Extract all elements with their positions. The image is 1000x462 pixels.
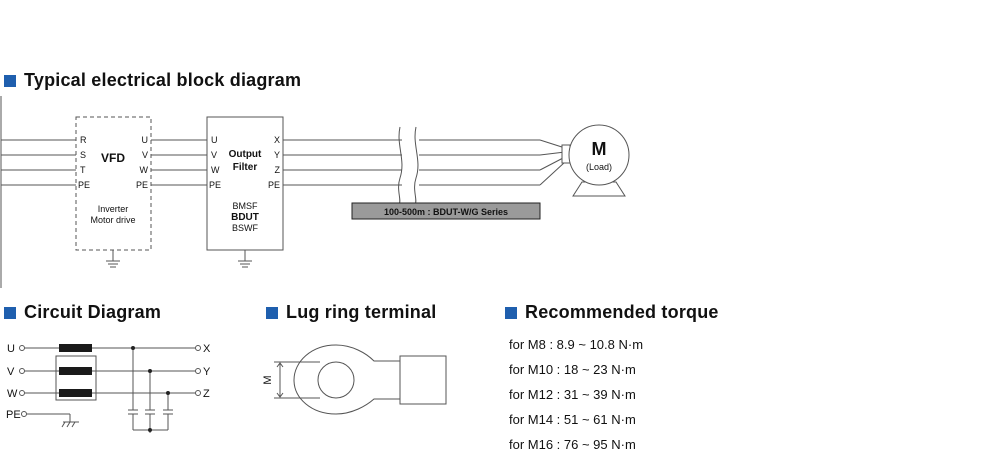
torque-list: for M8 : 8.9 ~ 10.8 N·m for M10 : 18 ~ 2…: [509, 337, 643, 462]
filter-output-pe: PE: [268, 180, 280, 190]
cable-note-text: 100-500m : BDUT-W/G Series: [384, 207, 508, 217]
circuit-output-x: X: [203, 343, 211, 355]
heading-text: Lug ring terminal: [286, 302, 437, 322]
filter-model-bmsf: BMSF: [232, 201, 258, 211]
heading-block-diagram: Typical electrical block diagram: [4, 70, 301, 91]
heading-recommended-torque: Recommended torque: [505, 302, 719, 323]
filter-title-line-2: Filter: [233, 162, 258, 173]
circuit-junctions: [131, 346, 170, 432]
circuit-output-z: Z: [203, 388, 210, 400]
heading-bullet-icon: [505, 306, 517, 319]
motor-icon: [561, 124, 630, 197]
filter-output-z: Z: [275, 165, 281, 175]
filter-input-pe: PE: [209, 180, 221, 190]
circuit-input-u: U: [7, 343, 15, 355]
circuit-output-y: Y: [203, 366, 211, 378]
lug-ring-terminal-icon: [293, 344, 447, 415]
filter-model-bswf: BSWF: [232, 223, 259, 233]
vfd-output-v: V: [142, 150, 148, 160]
heading-bullet-icon: [4, 306, 16, 319]
circuit-input-pe: PE: [6, 409, 21, 421]
vfd-input-pe: PE: [78, 180, 90, 190]
inductor-core-icon: [59, 344, 92, 397]
motor-symbol: M: [592, 139, 607, 159]
circuit-input-v: V: [7, 366, 15, 378]
filter-output-y: Y: [274, 150, 280, 160]
vfd-title: VFD: [101, 151, 125, 165]
motor-caption: (Load): [586, 162, 612, 172]
motor-cable: [283, 139, 566, 186]
vfd-output-pe: PE: [136, 180, 148, 190]
torque-item-m10: for M10 : 18 ~ 23 N·m: [509, 362, 636, 377]
torque-item-m12: for M12 : 31 ~ 39 N·m: [509, 387, 636, 402]
lug-dimension-label: M: [262, 375, 274, 384]
torque-item-m8: for M8 : 8.9 ~ 10.8 N·m: [509, 337, 644, 352]
cable-break-icon: [398, 126, 419, 206]
circuit-wires: [25, 347, 195, 433]
vfd-input-s: S: [80, 150, 86, 160]
vfd-input-r: R: [80, 135, 87, 145]
filter-ground-icon: [238, 250, 252, 268]
filter-input-v: V: [211, 150, 217, 160]
filter-input-u: U: [211, 135, 218, 145]
torque-item-m16: for M16 : 76 ~ 95 N·m: [509, 437, 636, 452]
circuit-input-w: W: [7, 388, 18, 400]
filter-title-line-1: Output: [229, 149, 262, 160]
filter-output-x: X: [274, 135, 280, 145]
heading-circuit-diagram: Circuit Diagram: [4, 302, 161, 323]
heading-lug-ring-terminal: Lug ring terminal: [266, 302, 436, 323]
circuit-terminals: [19, 345, 201, 417]
vfd-input-t: T: [80, 165, 86, 175]
chassis-ground-icon: [61, 421, 79, 428]
vfd-ground-icon: [106, 250, 120, 268]
heading-text: Typical electrical block diagram: [24, 70, 302, 90]
cable-note-banner: [351, 202, 541, 220]
torque-item-m14: for M14 : 51 ~ 61 N·m: [509, 412, 636, 427]
lug-dimension-lines: [274, 361, 320, 399]
heading-text: Recommended torque: [525, 302, 719, 322]
heading-text: Circuit Diagram: [24, 302, 162, 322]
filter-model-bdut: BDUT: [231, 212, 259, 223]
vfd-output-u: U: [142, 135, 149, 145]
vfd-caption-line-2: Motor drive: [90, 215, 135, 225]
heading-bullet-icon: [4, 74, 16, 87]
filter-input-w: W: [211, 165, 220, 175]
vfd-caption-line-1: Inverter: [98, 204, 129, 214]
vfd-output-w: W: [140, 165, 149, 175]
heading-bullet-icon: [266, 306, 278, 319]
